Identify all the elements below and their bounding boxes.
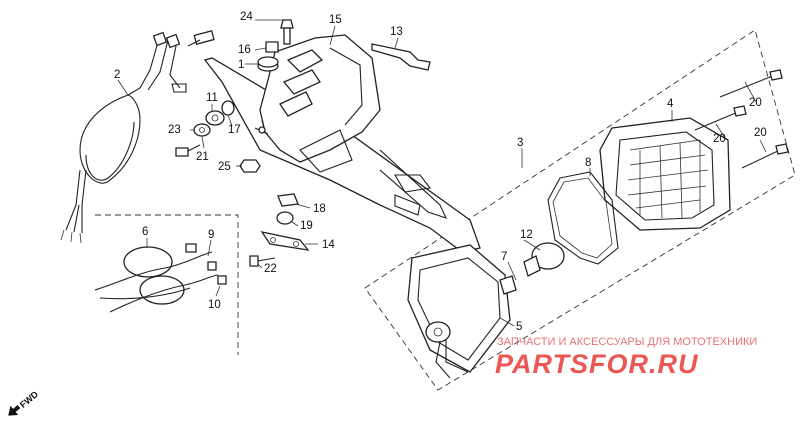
lens-gasket: [547, 171, 619, 265]
taillight-bulb: [523, 242, 565, 277]
wiring-harness: [60, 30, 215, 244]
watermark-tagline: ЗАПЧАСТИ И АКСЕССУАРЫ ДЛЯ МОТОТЕХНИКИ: [497, 336, 757, 348]
callout-20-b: 20: [713, 133, 726, 145]
callout-20-a: 20: [749, 97, 762, 109]
mounting-bracket: [203, 34, 481, 253]
callout-2: 2: [114, 69, 120, 81]
callout-labels: 2 15 13 24 16 1 11 17 23 21 25 18 19 14 …: [114, 11, 767, 333]
callout-6: 6: [142, 226, 148, 238]
callout-11: 11: [206, 92, 218, 104]
callout-22: 23: [168, 124, 181, 136]
watermark: ЗАПЧАСТИ И АКСЕССУАРЫ ДЛЯ МОТОТЕХНИКИ PA…: [495, 336, 757, 379]
callout-17: 17: [228, 124, 241, 136]
callout-23: 22: [264, 263, 277, 275]
watermark-site: PARTSFOR.RU: [495, 349, 699, 379]
turn-signal-wiring-boundary: [95, 214, 239, 355]
callout-15: 15: [329, 14, 342, 26]
callout-9: 9: [208, 229, 214, 241]
callout-13: 13: [390, 26, 403, 38]
callout-5: 5: [516, 321, 522, 333]
callout-21: 21: [196, 151, 209, 163]
callout-8: 8: [585, 157, 591, 169]
forward-arrow-icon: [8, 405, 21, 416]
taillight-assembly-boundary: [364, 29, 796, 391]
taillight-lens: [599, 117, 731, 231]
callout-18: 18: [313, 203, 326, 215]
callout-3: 3: [517, 137, 523, 149]
turn-signal-sockets: [94, 243, 227, 313]
callout-leaders: [117, 19, 767, 327]
callout-7: 7: [501, 251, 507, 263]
fastener-hardware: [175, 19, 431, 267]
callout-14: 14: [322, 239, 335, 251]
callout-10: 10: [208, 299, 221, 311]
callout-24: 24: [240, 11, 253, 23]
taillight-base: [407, 244, 517, 379]
fwd-label: FWD: [18, 389, 41, 410]
callout-16: 16: [238, 44, 251, 56]
callout-25: 25: [218, 161, 231, 173]
callout-1: 1: [238, 59, 244, 71]
callout-4: 4: [667, 98, 674, 110]
callout-20-c: 20: [754, 127, 767, 139]
callout-12: 12: [520, 229, 533, 241]
callout-19: 19: [300, 220, 313, 232]
forward-direction-indicator: FWD: [8, 389, 41, 416]
